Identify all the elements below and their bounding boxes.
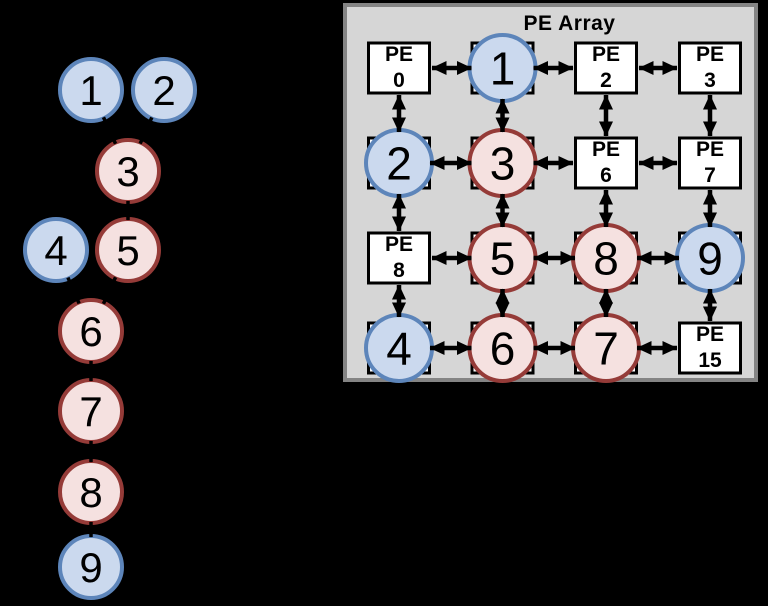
pe-box-number-2: 2 [600, 69, 612, 92]
graph-node-label-2: 2 [152, 67, 175, 114]
graph-node-label-9: 9 [79, 544, 102, 591]
pe-mapped-node-label-5: 5 [490, 233, 516, 285]
pe-box-r0c2 [574, 41, 638, 95]
pe-box-name-8: PE [385, 233, 413, 256]
pe-box-name-2: PE [592, 43, 620, 66]
graph-node-label-3: 3 [116, 148, 139, 195]
graph-node-label-6: 6 [79, 308, 102, 355]
graph-edges-layer [66, 116, 154, 538]
pe-box-name-3: PE [696, 43, 724, 66]
pe-arrows-layer [392, 61, 717, 355]
pe-box-r0c3 [678, 41, 742, 95]
graph-node-1 [58, 57, 124, 123]
graph-node-label-5: 5 [116, 227, 139, 274]
pe-box-number-15: 15 [698, 349, 722, 372]
pe-box-number-8: 8 [393, 259, 405, 282]
pe-array-title: PE Array [523, 12, 616, 35]
pe-box-number-6: 6 [600, 164, 612, 187]
pe-box-name-0: PE [385, 43, 413, 66]
pe-box-number-0: 0 [393, 69, 405, 92]
pe-mapped-node-label-9: 9 [697, 233, 723, 285]
pe-mapped-node-label-7: 7 [593, 323, 619, 375]
pe-mapped-node-label-8: 8 [593, 233, 619, 285]
pe-box-name-6: PE [592, 138, 620, 161]
graph-node-label-7: 7 [79, 388, 102, 435]
pe-mapped-node-label-1: 1 [490, 43, 516, 95]
pe-box-number-7: 7 [704, 164, 716, 187]
graph-edge-1-3 [101, 116, 118, 145]
graph-edge-4-6 [66, 276, 81, 305]
pe-box-r0c0 [367, 41, 431, 95]
pe-box-name-7: PE [696, 138, 724, 161]
pe-mapped-node-label-6: 6 [490, 323, 516, 375]
pe-box-name-15: PE [696, 323, 724, 346]
graph-nodes-layer: 1 23 4 56 7 8 9 [23, 57, 197, 600]
pe-box-r2c0 [367, 231, 431, 285]
pe-box-r3c3 [678, 321, 742, 375]
graph-edge-5-6 [101, 276, 118, 305]
graph-node-4 [23, 217, 89, 283]
graph-node-label-1: 1 [79, 67, 102, 114]
graph-node-2 [131, 57, 197, 123]
pe-mapped-node-label-4: 4 [386, 323, 412, 375]
pe-box-r1c2 [574, 136, 638, 190]
pe-box-r1c3 [678, 136, 742, 190]
pe-mapped-node-label-3: 3 [490, 138, 516, 190]
graph-node-label-8: 8 [79, 469, 102, 516]
pe-mapped-node-label-2: 2 [386, 138, 412, 190]
graph-edge-2-3 [138, 116, 154, 145]
pe-box-number-3: 3 [704, 69, 716, 92]
graph-node-label-4: 4 [44, 227, 67, 274]
